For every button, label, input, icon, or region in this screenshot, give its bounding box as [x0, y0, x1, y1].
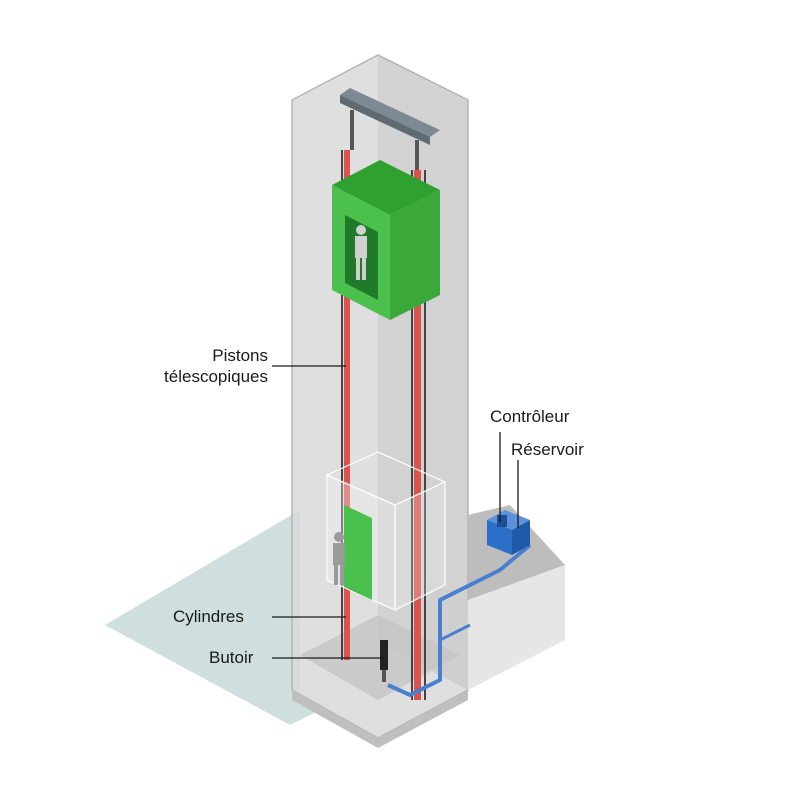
- label-controleur: Contrôleur: [490, 407, 570, 426]
- reservoir-side: [512, 520, 530, 555]
- label-cylindres: Cylindres: [173, 607, 244, 626]
- ghost-cab-door: [344, 505, 372, 600]
- machine-room-front: [468, 565, 565, 690]
- pit-base: [292, 690, 468, 748]
- buffer: [380, 640, 388, 670]
- floor-shadow: [105, 510, 300, 725]
- passenger-head-icon: [356, 225, 366, 235]
- label-butoir: Butoir: [209, 648, 254, 667]
- top-beam-front: [340, 95, 430, 145]
- label-reservoir: Réservoir: [511, 440, 584, 459]
- label-pistons: Pistons télescopiques: [164, 346, 268, 386]
- ghost-cab-right: [394, 481, 446, 611]
- right-piston: [414, 170, 421, 700]
- controller-box: [497, 515, 507, 527]
- reservoir-front: [487, 520, 512, 555]
- top-beam: [340, 88, 440, 137]
- cab-right: [390, 190, 440, 320]
- left-piston: [344, 150, 350, 660]
- cab-top: [332, 160, 440, 215]
